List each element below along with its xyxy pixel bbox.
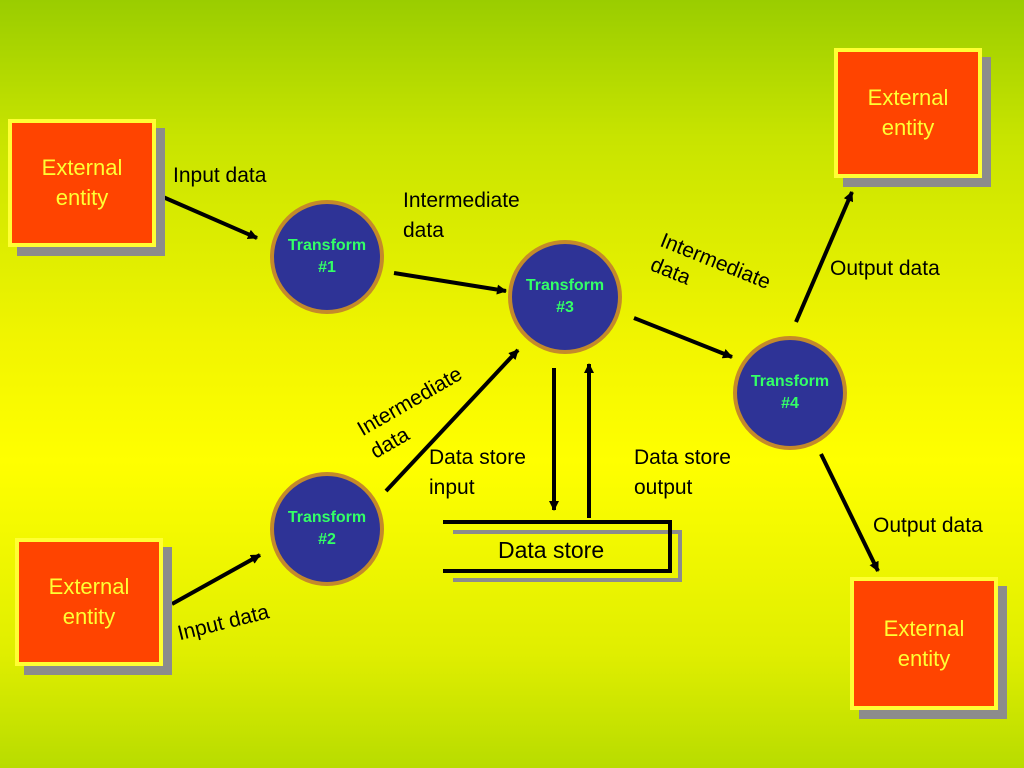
arrow-transform3-to-transform4 <box>633 316 733 359</box>
label-line2: input <box>429 476 475 499</box>
transform-label-line1: Transform <box>525 277 605 294</box>
label-line1: Intermediate <box>403 189 520 212</box>
transform-label-line1: Transform <box>287 509 367 526</box>
transform-2: Transform #2 <box>270 472 384 586</box>
transform-4: Transform #4 <box>733 336 847 450</box>
entity-label-line1: External <box>883 615 965 641</box>
transform-label-line2: #1 <box>318 259 336 276</box>
label-line1: Data store <box>429 446 526 469</box>
external-entity-top-right: External entity <box>834 48 982 178</box>
intermediate-data-label-top: Intermediate data <box>403 186 520 246</box>
entity-label-line2: entity <box>897 645 951 671</box>
transform-3: Transform #3 <box>508 240 622 354</box>
data-store-shadow <box>453 530 682 582</box>
arrow-entity2-to-transform2 <box>171 553 261 606</box>
transform-label-line2: #4 <box>781 395 799 412</box>
entity-label-line1: External <box>41 155 123 180</box>
external-entity-bottom-right: External entity <box>850 577 998 710</box>
data-store-output-label: Data store output <box>634 443 731 503</box>
external-entity-top-left: External entity <box>8 119 156 247</box>
arrow-transform1-to-transform3 <box>393 271 507 295</box>
label-line2: data <box>403 219 444 242</box>
transform-label-line2: #3 <box>556 299 574 316</box>
transform-label-line2: #2 <box>318 531 336 548</box>
arrow-transform4-to-entity4 <box>819 453 880 572</box>
arrow-transform2-to-transform3 <box>384 348 520 493</box>
entity-label-line2: entity <box>55 185 109 210</box>
data-store-label: Data store <box>498 537 605 563</box>
transform-label-line1: Transform <box>287 237 367 254</box>
output-data-label-top: Output data <box>830 257 940 280</box>
entity-label-line1: External <box>867 85 949 110</box>
transform-1: Transform #1 <box>270 200 384 314</box>
data-store-shape <box>443 520 672 573</box>
transform-label-line1: Transform <box>750 373 830 390</box>
entity-label-line2: entity <box>881 115 935 140</box>
data-store-input-label: Data store input <box>429 443 526 503</box>
input-data-label-top: Input data <box>173 164 267 187</box>
label-line1: Data store <box>634 446 731 469</box>
label-line2: output <box>634 476 693 499</box>
external-entity-bottom-left: External entity <box>15 538 163 666</box>
output-data-label-bottom: Output data <box>873 514 983 537</box>
entity-label-line1: External <box>48 574 130 599</box>
arrow-transform4-to-entity3 <box>794 191 854 323</box>
arrow-entity1-to-transform1 <box>162 195 258 240</box>
entity-label-line2: entity <box>62 604 116 629</box>
